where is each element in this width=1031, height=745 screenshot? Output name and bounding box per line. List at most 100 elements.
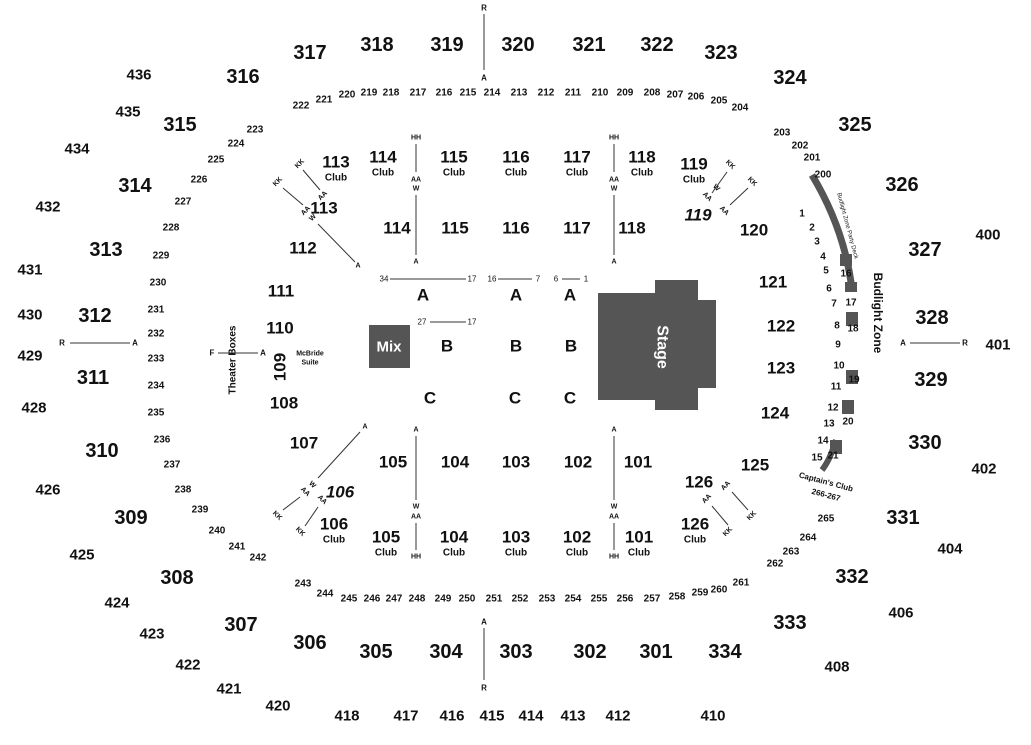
section-217[interactable]: 217 — [410, 88, 427, 99]
budlight-box-16[interactable] — [840, 254, 852, 266]
mix-area[interactable] — [369, 325, 410, 368]
section-310[interactable]: 310 — [85, 440, 118, 462]
section-111[interactable]: 111 — [268, 282, 295, 301]
section-326[interactable]: 326 — [885, 174, 918, 196]
club-section-116[interactable]: 116 — [502, 148, 529, 167]
section-202[interactable]: 202 — [792, 141, 809, 152]
section-116[interactable]: 116 — [502, 219, 529, 238]
section-325[interactable]: 325 — [838, 114, 871, 136]
club-section-105[interactable]: 105 — [372, 528, 400, 547]
section-306[interactable]: 306 — [293, 632, 326, 654]
budlight-seat-6[interactable]: 6 — [826, 284, 832, 295]
floor-row-B[interactable]: B — [441, 337, 453, 356]
section-247[interactable]: 247 — [386, 594, 403, 605]
section-246[interactable]: 246 — [364, 594, 381, 605]
section-426[interactable]: 426 — [35, 482, 60, 499]
budlight-seat-4[interactable]: 4 — [820, 252, 826, 263]
section-404[interactable]: 404 — [937, 541, 963, 558]
section-216[interactable]: 216 — [436, 88, 453, 99]
budlight-seat-16[interactable]: 16 — [840, 269, 852, 280]
section-213[interactable]: 213 — [511, 88, 528, 99]
section-324[interactable]: 324 — [773, 67, 807, 89]
section-256[interactable]: 256 — [617, 594, 634, 605]
section-208[interactable]: 208 — [644, 88, 661, 99]
club-section-118[interactable]: 118 — [628, 148, 655, 167]
section-120[interactable]: 120 — [740, 221, 768, 240]
budlight-seat-14[interactable]: 14 — [817, 436, 829, 447]
budlight-seat-5[interactable]: 5 — [823, 266, 829, 277]
captains-club-deck[interactable] — [819, 439, 839, 472]
budlight-seat-9[interactable]: 9 — [835, 340, 841, 351]
budlight-seat-10[interactable]: 10 — [833, 361, 845, 372]
section-112[interactable]: 112 — [289, 239, 316, 258]
section-239[interactable]: 239 — [192, 505, 209, 516]
section-328[interactable]: 328 — [915, 307, 948, 329]
section-220[interactable]: 220 — [339, 90, 356, 101]
section-331[interactable]: 331 — [886, 507, 919, 529]
section-406[interactable]: 406 — [888, 605, 913, 622]
section-123[interactable]: 123 — [767, 359, 795, 378]
section-424[interactable]: 424 — [104, 595, 130, 612]
section-303[interactable]: 303 — [499, 641, 532, 663]
club-section-103[interactable]: 103 — [502, 528, 530, 547]
floor-row-A[interactable]: A — [510, 286, 522, 305]
section-317[interactable]: 317 — [293, 42, 326, 64]
section-431[interactable]: 431 — [17, 262, 42, 279]
section-309[interactable]: 309 — [114, 507, 147, 529]
section-428[interactable]: 428 — [21, 400, 46, 417]
section-200[interactable]: 200 — [815, 170, 832, 181]
section-207[interactable]: 207 — [667, 90, 684, 101]
section-258[interactable]: 258 — [669, 592, 686, 603]
section-316[interactable]: 316 — [226, 66, 259, 88]
section-227[interactable]: 227 — [175, 197, 192, 208]
section-412[interactable]: 412 — [605, 708, 630, 725]
section-245[interactable]: 245 — [341, 594, 358, 605]
section-224[interactable]: 224 — [228, 139, 245, 150]
budlight-seat-15[interactable]: 15 — [811, 453, 823, 464]
budlight-seat-18[interactable]: 18 — [847, 324, 859, 335]
section-211[interactable]: 211 — [565, 88, 582, 99]
section-315[interactable]: 315 — [163, 114, 196, 136]
section-121[interactable]: 121 — [759, 273, 787, 292]
section-322[interactable]: 322 — [640, 34, 673, 56]
section-113[interactable]: 113 — [310, 199, 337, 218]
section-104[interactable]: 104 — [441, 453, 470, 472]
section-313[interactable]: 313 — [89, 239, 122, 261]
section-119[interactable]: 119 — [684, 206, 712, 225]
club-section-102[interactable]: 102 — [563, 528, 591, 547]
section-435[interactable]: 435 — [115, 104, 140, 121]
floor-row-C[interactable]: C — [509, 389, 521, 408]
budlight-box-19[interactable] — [846, 370, 858, 384]
section-212[interactable]: 212 — [538, 88, 555, 99]
section-236[interactable]: 236 — [154, 435, 171, 446]
budlight-seat-3[interactable]: 3 — [814, 237, 820, 248]
budlight-seat-17[interactable]: 17 — [845, 298, 857, 309]
section-314[interactable]: 314 — [118, 175, 152, 197]
section-261[interactable]: 261 — [733, 578, 750, 589]
floor-row-C[interactable]: C — [424, 389, 436, 408]
section-237[interactable]: 237 — [164, 460, 181, 471]
section-430[interactable]: 430 — [17, 307, 42, 324]
floor-row-C[interactable]: C — [564, 389, 576, 408]
section-304[interactable]: 304 — [429, 641, 463, 663]
section-308[interactable]: 308 — [160, 567, 193, 589]
section-329[interactable]: 329 — [914, 369, 947, 391]
section-311[interactable]: 311 — [77, 367, 109, 389]
section-312[interactable]: 312 — [78, 305, 111, 327]
budlight-box-17[interactable] — [845, 282, 857, 292]
section-229[interactable]: 229 — [153, 251, 170, 262]
section-332[interactable]: 332 — [835, 566, 868, 588]
section-320[interactable]: 320 — [501, 34, 534, 56]
section-209[interactable]: 209 — [617, 88, 634, 99]
section-244[interactable]: 244 — [317, 589, 334, 600]
section-122[interactable]: 122 — [767, 317, 795, 336]
section-254[interactable]: 254 — [565, 594, 582, 605]
section-203[interactable]: 203 — [774, 128, 791, 139]
section-230[interactable]: 230 — [150, 278, 167, 289]
section-214[interactable]: 214 — [484, 88, 501, 99]
section-319[interactable]: 319 — [430, 34, 463, 56]
floor-row-B[interactable]: B — [510, 337, 522, 356]
section-408[interactable]: 408 — [824, 659, 849, 676]
club-section-113[interactable]: 113 — [322, 153, 349, 172]
section-265[interactable]: 265 — [818, 514, 835, 525]
